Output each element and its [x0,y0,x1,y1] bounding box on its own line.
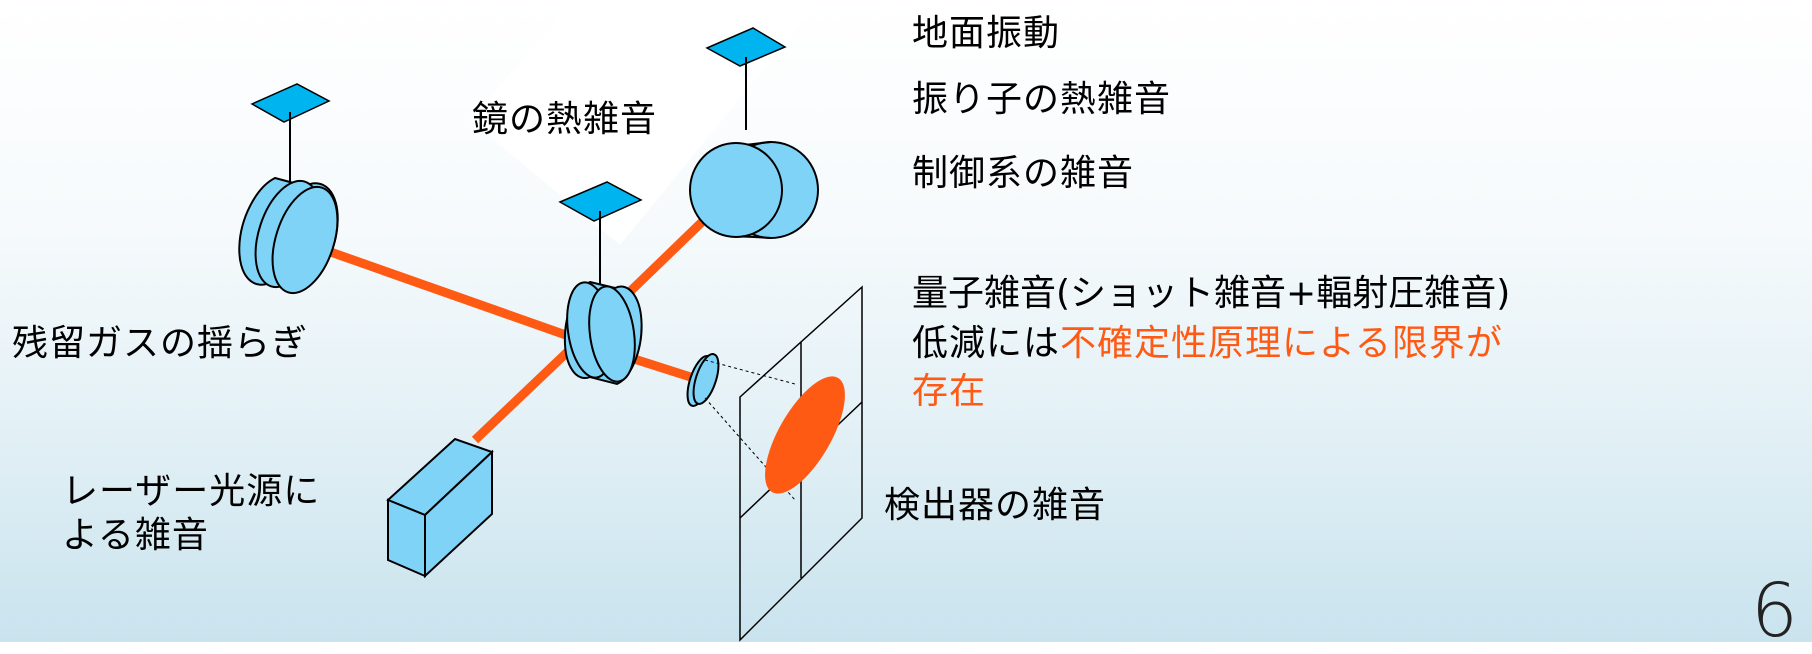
reduction-highlight: 不確定性原理による限界が [1060,323,1503,364]
beam-splitter [563,280,643,386]
label-reduction-exists: 存在 [912,371,987,412]
suspension-plate-beamsplitter [558,181,643,222]
laser-beams [303,186,739,444]
label-reduction-line: 低減には不確定性原理による限界が [912,322,1503,366]
label-residual-gas: 残留ガスの揺らぎ [12,323,309,364]
label-laser-noise-line1: レーザー光源に [62,471,321,512]
detector-lens [686,353,720,407]
beam-to-detector [626,352,702,385]
laser-source-box [386,437,494,579]
label-laser-noise-line2: よる雑音 [62,515,209,556]
end-mirror-north [689,141,819,239]
label-ground-vibration: 地面振動 [912,13,1061,54]
suspensions [250,27,787,288]
label-detector-noise: 検出器の雑音 [884,485,1107,526]
label-mirror-thermal: 鏡の熱雑音 [472,99,658,140]
detector-spot [765,376,845,494]
end-mirror-west [238,176,339,295]
label-quantum-noise: 量子雑音(ショット雑音+輻射圧雑音) [912,273,1511,314]
label-control-noise: 制御系の雑音 [912,153,1135,194]
suspension-plate-west [250,83,331,123]
reduction-prefix: 低減には [912,323,1061,364]
beam-west-arm [303,238,582,345]
suspension-plate-north [705,27,787,67]
page-number: 6 [1750,568,1798,654]
beam-laser-input [471,336,584,444]
label-pendulum-thermal: 振り子の熱雑音 [912,79,1172,120]
